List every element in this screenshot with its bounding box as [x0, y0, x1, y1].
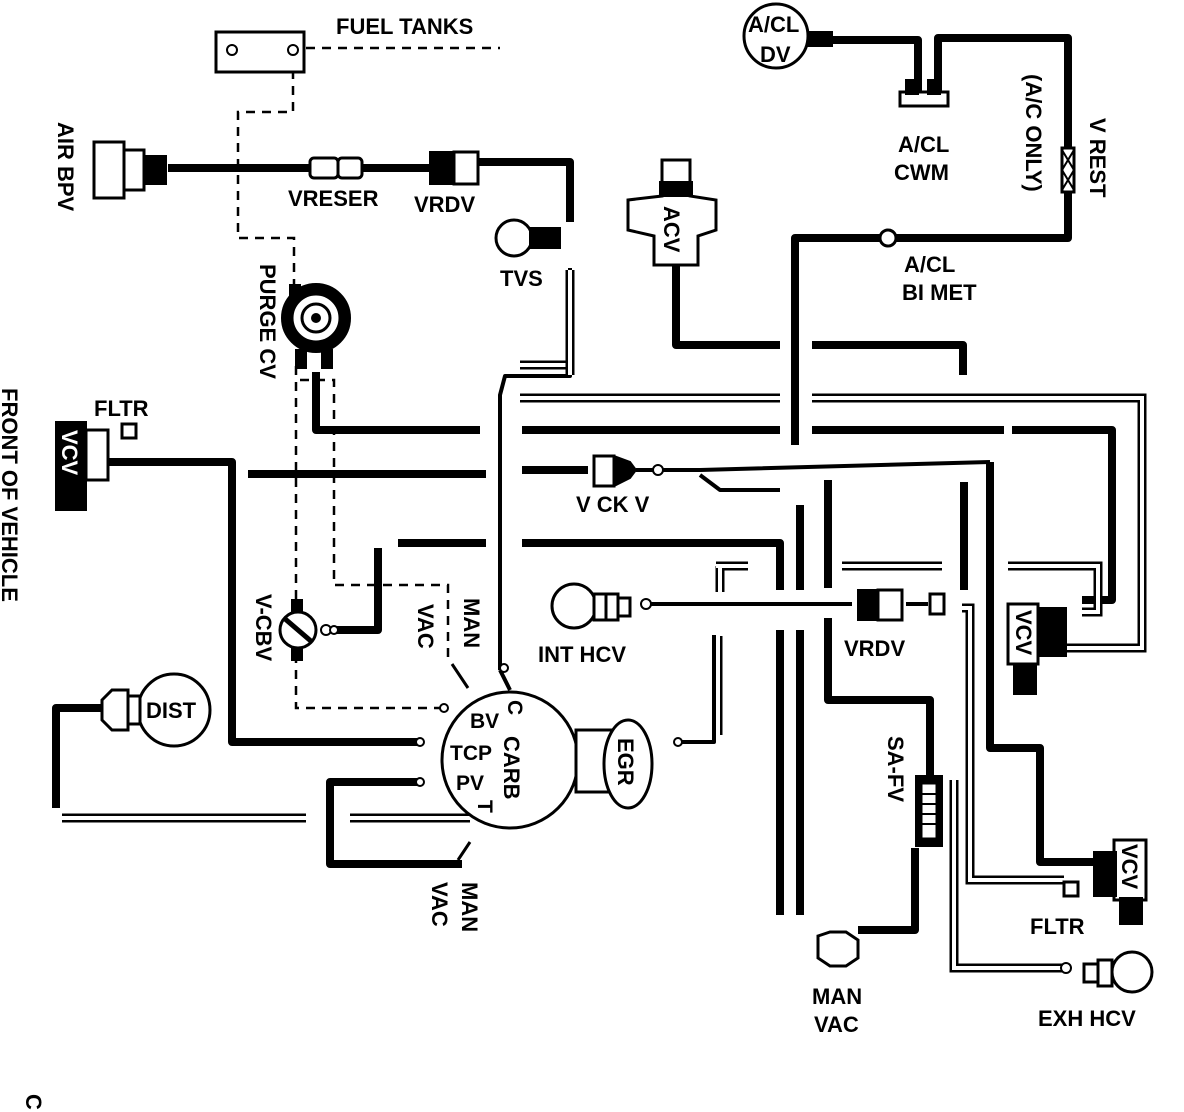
purge-cv-valve: [281, 283, 351, 369]
v-cbv-valve: [278, 599, 332, 661]
v-cbv-label: V-CBV: [251, 594, 276, 662]
carb-c-label: C: [503, 700, 526, 715]
carb-bv-label: BV: [470, 710, 499, 733]
dist-distributor: [100, 672, 212, 748]
man-vac-bottom-label-line2: VAC: [814, 1012, 859, 1037]
fuel-tanks-canister: [214, 30, 306, 74]
vreser-label: VRESER: [288, 186, 379, 211]
acl-bimet-sensor: [878, 228, 898, 248]
acl-bimet-label-line2: BI MET: [902, 280, 977, 305]
front-of-vehicle-label: FRONT OF VEHICLE: [0, 388, 22, 602]
tvs-label: TVS: [500, 266, 543, 291]
man-vac-upper-label-line1: MAN: [459, 598, 484, 648]
ac-only-label: (A/C ONLY): [1021, 74, 1046, 192]
man-vac-lower-label-line1: MAN: [457, 882, 482, 932]
acl-cwm-label-line2: CWM: [894, 160, 949, 185]
carb-tcp-label: TCP: [450, 742, 492, 765]
carb-t-label: T: [473, 800, 496, 813]
hose-ports: [329, 625, 683, 787]
vreser-reservoir: [308, 156, 364, 180]
fltr-left-label: FLTR: [94, 396, 149, 421]
corner-letter-label: C: [21, 1094, 46, 1110]
carb-pv-label: PV: [456, 772, 484, 795]
acl-cwm-switch: [898, 79, 950, 108]
egr-label: EGR: [613, 738, 638, 786]
air-bpv-label: AIR BPV: [53, 122, 78, 212]
egr-valve: [602, 718, 654, 810]
vcv-right-upper-valve: [1006, 602, 1067, 695]
vcv-left-label: VCV: [57, 430, 82, 476]
vcv-right-lower-label: VCV: [1117, 844, 1142, 890]
acl-dv-label-line1: A/CL: [748, 12, 799, 37]
acl-dv-motor: [742, 2, 833, 70]
sa-fv-label: SA-FV: [883, 736, 908, 802]
acv-label: ACV: [659, 206, 684, 253]
man-vac-fittings: [450, 663, 472, 861]
outlined-hoses: [62, 270, 1147, 973]
vcv-left-valve: [55, 421, 138, 511]
vcv-right-upper-label: VCV: [1011, 610, 1036, 656]
fuel-tanks-label: FUEL TANKS: [336, 14, 473, 39]
acv-valve: [626, 158, 718, 267]
int-hcv-label: INT HCV: [538, 642, 626, 667]
vcv-right-lower-valve: [1062, 838, 1148, 925]
diagram-labels: FUEL TANKS AIR BPV VRESER VRDV TVS PURGE…: [0, 12, 1142, 1110]
carb-label: CARB: [499, 736, 524, 800]
vrdv-mid-valve: [857, 588, 946, 622]
vrdv-mid-label: VRDV: [844, 636, 905, 661]
exh-hcv-valve: [1060, 950, 1154, 994]
acl-cwm-label-line1: A/CL: [898, 132, 949, 157]
v-ck-v-check-valve: [592, 454, 664, 488]
purge-cv-label: PURGE CV: [255, 264, 280, 379]
acl-bimet-label-line1: A/CL: [904, 252, 955, 277]
man-vac-bottom-label-line1: MAN: [812, 984, 862, 1009]
air-bpv-valve: [92, 140, 167, 200]
tvs-switch: [494, 218, 561, 258]
fltr-right-label: FLTR: [1030, 914, 1085, 939]
vrdv-top-label: VRDV: [414, 192, 475, 217]
fuel-vapor-lines: [236, 46, 500, 710]
man-vac-hex-fitting: [816, 930, 860, 968]
man-vac-upper-label-line2: VAC: [413, 604, 438, 649]
vrdv-top-valve: [429, 150, 480, 186]
v-ck-v-label: V CK V: [576, 492, 650, 517]
man-vac-lower-label-line2: VAC: [427, 882, 452, 927]
vacuum-hoses: [52, 34, 1116, 934]
v-rest-label: V REST: [1085, 118, 1110, 198]
sa-fv-filter: [915, 775, 943, 847]
int-hcv-valve: [550, 582, 652, 630]
dist-label: DIST: [146, 698, 197, 723]
acl-dv-label-line2: DV: [760, 42, 791, 67]
v-rest-restrictor: [1060, 146, 1076, 194]
exh-hcv-label: EXH HCV: [1038, 1006, 1136, 1031]
